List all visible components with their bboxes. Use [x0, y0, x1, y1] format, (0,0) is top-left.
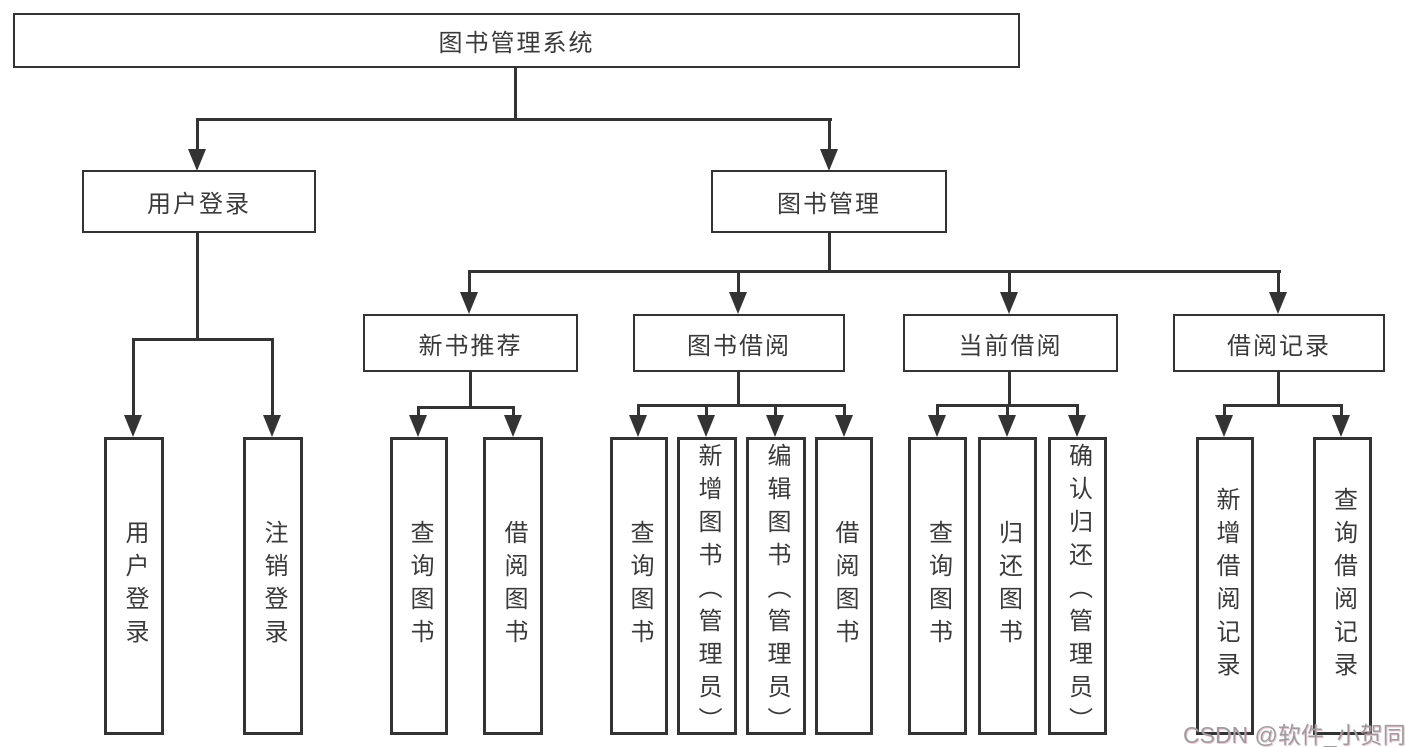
node-book-borrowing: 图书借阅 [633, 314, 845, 372]
node-book-management: 图书管理 [711, 170, 947, 233]
node-book-borrowing-label: 图书借阅 [687, 332, 791, 360]
leaf-borrow-books-label: 借阅图书 [831, 520, 858, 652]
arrow-down-icon [124, 415, 142, 437]
connector-records-rail [1223, 404, 1343, 407]
arrow-down-icon [1332, 415, 1350, 437]
leaf-recommend-borrow-books: 借阅图书 [483, 437, 543, 735]
arrow-down-icon [1215, 415, 1233, 437]
leaf-confirm-return-admin: 确认归还（管理员） [1048, 437, 1107, 740]
node-user-login-label: 用户登录 [147, 191, 251, 218]
leaf-add-books-admin: 新增图书（管理员） [677, 437, 737, 740]
arrow-down-icon [820, 149, 838, 171]
arrow-down-icon [835, 415, 853, 437]
leaf-logout: 注销登录 [243, 437, 303, 735]
leaf-current-query-books: 查询图书 [908, 437, 967, 735]
node-user-login: 用户登录 [82, 170, 316, 233]
arrow-down-icon [504, 415, 522, 437]
arrow-down-icon [1269, 292, 1287, 314]
connector-recommend-rail [417, 406, 515, 409]
leaf-edit-books-admin: 编辑图书（管理员） [746, 437, 806, 740]
connector-login-rail [132, 338, 274, 341]
arrow-down-icon [1000, 292, 1018, 314]
connector-recommend-drop-2 [512, 406, 515, 416]
connector-login-stem [196, 233, 199, 338]
leaf-borrow-query-books-label: 查询图书 [626, 520, 653, 652]
arrow-down-icon [697, 415, 715, 437]
connector-current-stem [1008, 372, 1011, 404]
arrow-down-icon [1068, 415, 1086, 437]
leaf-user-login-label: 用户登录 [121, 520, 148, 652]
leaf-borrow-books: 借阅图书 [815, 437, 873, 735]
leaf-add-books-admin-label: 新增图书（管理员） [694, 443, 721, 740]
leaf-query-borrow-record-label: 查询借阅记录 [1329, 487, 1357, 685]
leaf-confirm-return-admin-label: 确认归还（管理员） [1064, 443, 1092, 740]
leaf-recommend-query-books: 查询图书 [390, 437, 448, 735]
node-borrowing-records: 借阅记录 [1173, 314, 1385, 372]
leaf-current-query-books-label: 查询图书 [924, 520, 952, 652]
arrow-down-icon [188, 149, 206, 171]
connector-records-drop-2 [1340, 404, 1343, 416]
connector-mgmt-stem [828, 233, 831, 270]
connector-borrow-drop-4 [843, 404, 846, 416]
leaf-edit-books-admin-label: 编辑图书（管理员） [763, 443, 790, 740]
connector-mgmt-drop-2 [737, 270, 740, 293]
leaf-borrow-query-books: 查询图书 [610, 437, 668, 735]
connector-mgmt-drop-1 [468, 270, 471, 293]
arrow-down-icon [263, 415, 281, 437]
leaf-recommend-borrow-books-label: 借阅图书 [500, 520, 527, 652]
connector-mgmt-drop-3 [1008, 270, 1011, 293]
csdn-watermark: CSDN @软件_小贺同学 [1183, 722, 1405, 747]
node-current-borrowing-label: 当前借阅 [958, 332, 1063, 360]
connector-current-drop-1 [936, 404, 939, 416]
node-current-borrowing: 当前借阅 [903, 314, 1118, 372]
connector-borrow-stem [737, 372, 740, 404]
connector-mgmt-drop-4 [1277, 270, 1280, 293]
connector-records-stem [1277, 372, 1280, 404]
leaf-logout-label: 注销登录 [260, 520, 287, 652]
connector-root-drop-right [828, 118, 831, 151]
connector-root-stem [514, 68, 517, 118]
connector-root-rail [196, 118, 832, 121]
arrow-down-icon [409, 415, 427, 437]
connector-login-drop-2 [271, 338, 274, 416]
arrow-down-icon [766, 415, 784, 437]
connector-current-drop-3 [1076, 404, 1079, 416]
node-new-book-recommend-label: 新书推荐 [418, 332, 523, 360]
connector-borrow-drop-3 [774, 404, 777, 416]
leaf-return-books: 归还图书 [978, 437, 1037, 735]
leaf-add-borrow-record: 新增借阅记录 [1196, 437, 1254, 735]
arrow-down-icon [629, 415, 647, 437]
node-borrowing-records-label: 借阅记录 [1227, 332, 1331, 360]
node-root-system: 图书管理系统 [13, 13, 1020, 68]
leaf-recommend-query-books-label: 查询图书 [406, 520, 433, 652]
connector-records-drop-1 [1223, 404, 1226, 416]
connector-current-drop-2 [1006, 404, 1009, 416]
leaf-add-borrow-record-label: 新增借阅记录 [1212, 487, 1239, 685]
connector-borrow-drop-2 [705, 404, 708, 416]
arrow-down-icon [928, 415, 946, 437]
connector-login-drop-1 [132, 338, 135, 416]
node-new-book-recommend: 新书推荐 [363, 314, 578, 372]
connector-mgmt-rail [468, 270, 1281, 273]
arrow-down-icon [729, 292, 747, 314]
connector-recommend-stem [469, 372, 472, 406]
connector-borrow-rail [637, 404, 846, 407]
leaf-query-borrow-record: 查询借阅记录 [1313, 437, 1372, 735]
connector-recommend-drop-1 [417, 406, 420, 416]
arrow-down-icon [998, 415, 1016, 437]
node-root-label: 图书管理系统 [438, 30, 595, 57]
connector-root-drop-left [196, 118, 199, 151]
arrow-down-icon [460, 292, 478, 314]
leaf-return-books-label: 归还图书 [994, 520, 1022, 652]
connector-borrow-drop-1 [637, 404, 640, 416]
leaf-user-login: 用户登录 [104, 437, 164, 735]
node-book-management-label: 图书管理 [777, 191, 881, 218]
